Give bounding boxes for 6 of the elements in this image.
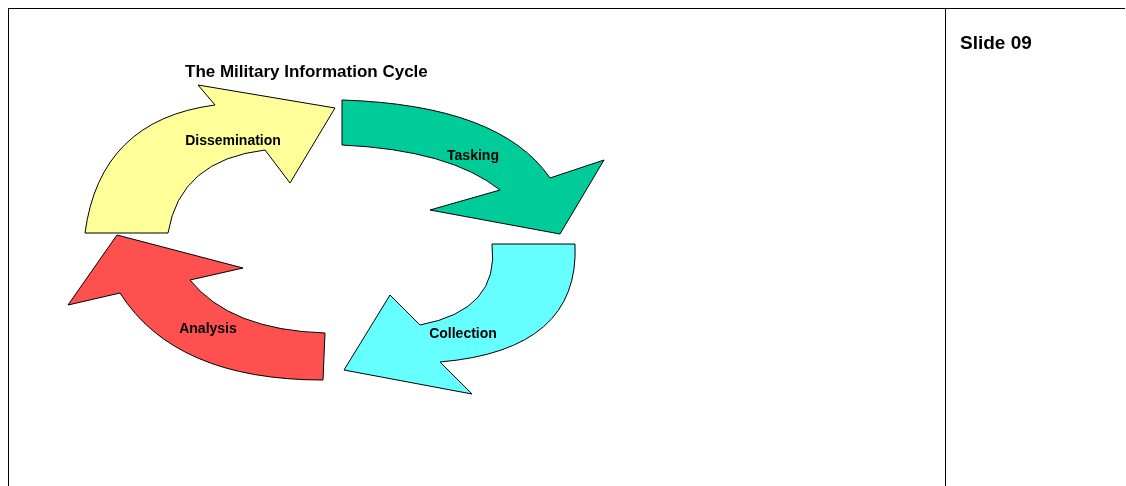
diagram-title: The Military Information Cycle bbox=[185, 62, 428, 82]
stage-label: Dissemination bbox=[185, 132, 281, 148]
slide-number: Slide 09 bbox=[960, 32, 1032, 54]
stage-label: Analysis bbox=[179, 320, 237, 336]
stage-label: Collection bbox=[429, 325, 497, 341]
stage-label: Tasking bbox=[447, 147, 499, 163]
